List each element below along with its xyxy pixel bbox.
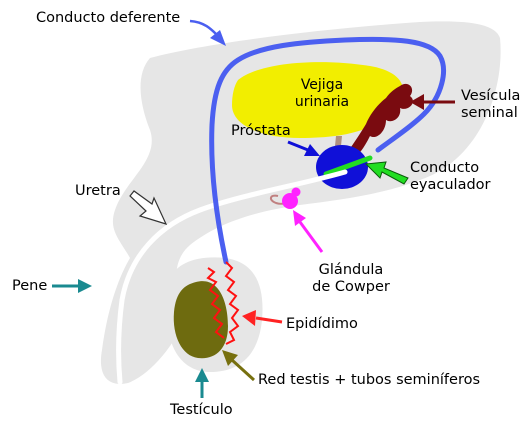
label-glandula-line2: de Cowper bbox=[305, 279, 397, 296]
label-testiculo: Testículo bbox=[170, 402, 233, 419]
label-prostata: Próstata bbox=[231, 123, 291, 140]
arrow-vas-deferens bbox=[190, 21, 218, 36]
label-conducto-deferente: Conducto deferente bbox=[36, 10, 180, 27]
label-conducto-eyaculador: Conducto eyaculador bbox=[410, 160, 491, 194]
label-vesicula-seminal: Vesícula seminal bbox=[461, 88, 520, 122]
arrow-cowper bbox=[300, 222, 322, 252]
label-glandula-cowper: Glándula de Cowper bbox=[305, 262, 397, 296]
arrowhead-pene bbox=[78, 279, 92, 293]
label-vejiga-line1: Vejiga bbox=[286, 77, 358, 94]
label-red-testis: Red testis + tubos seminíferos bbox=[258, 372, 480, 389]
arrow-rete-testis bbox=[232, 360, 254, 380]
arrowhead-vas-deferens bbox=[210, 30, 226, 46]
label-vesicula-line2: seminal bbox=[461, 105, 520, 122]
label-pene: Pene bbox=[12, 278, 47, 295]
label-uretra: Uretra bbox=[75, 183, 121, 200]
label-vesicula-line1: Vesícula bbox=[461, 88, 520, 105]
label-vejiga-line2: urinaria bbox=[286, 94, 358, 111]
label-glandula-line1: Glándula bbox=[305, 262, 397, 279]
testis bbox=[174, 281, 228, 358]
cowper-gland-lobe bbox=[292, 188, 301, 197]
label-epididimo: Epidídimo bbox=[286, 316, 358, 333]
label-vejiga-urinaria: Vejiga urinaria bbox=[286, 77, 358, 111]
label-eyaculador-line2: eyaculador bbox=[410, 177, 491, 194]
label-eyaculador-line1: Conducto bbox=[410, 160, 491, 177]
